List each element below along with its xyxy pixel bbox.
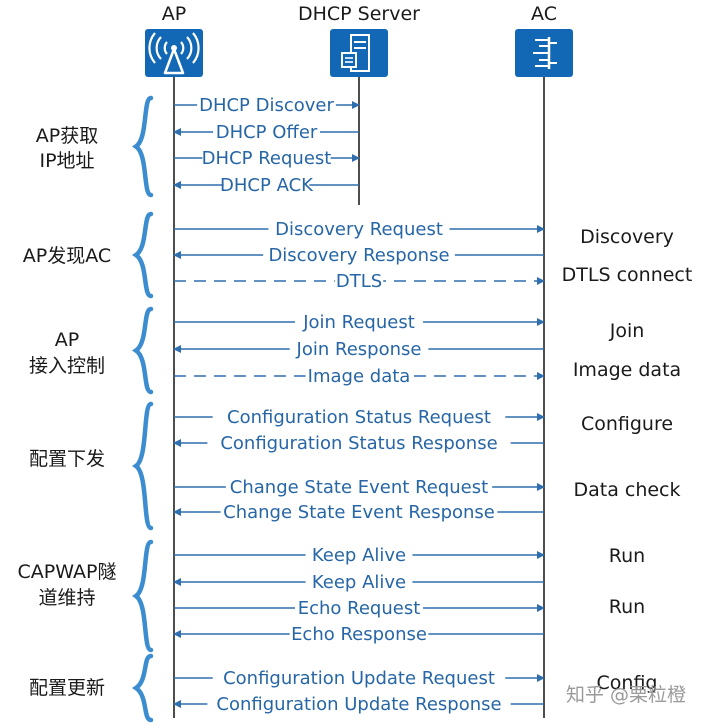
message: Join Request	[174, 311, 545, 333]
entity-dhcp-label: DHCP Server	[298, 3, 420, 25]
message: Echo Request	[174, 597, 545, 619]
message: DTLS	[174, 270, 545, 292]
message-label-bg	[294, 311, 424, 333]
state-label: Discovery	[580, 226, 674, 248]
state-label: Run	[609, 596, 645, 618]
phase-label: 接入控制	[29, 355, 105, 377]
message-label: Join Request	[302, 312, 415, 333]
message: Configuration Status Response	[173, 432, 544, 454]
message-label-bg	[305, 571, 413, 593]
message-label-bg	[212, 406, 506, 428]
entity-ap-label: AP	[162, 3, 186, 25]
message-label: Discovery Response	[268, 245, 449, 266]
state-label: Image data	[573, 359, 681, 381]
message-label-bg	[263, 244, 455, 266]
message-label-bg	[305, 544, 413, 566]
message-label-bg	[197, 94, 336, 116]
message-label-bg	[223, 174, 310, 196]
wireless-ap-icon	[145, 29, 203, 77]
message: Configuration Status Request	[174, 406, 545, 428]
entity-ac-label: AC	[531, 3, 557, 25]
message-label-bg	[294, 597, 424, 619]
message-label: Echo Request	[298, 598, 421, 619]
message-label-bg	[213, 121, 320, 143]
state-label: Run	[609, 545, 645, 567]
phase-label: AP获取	[36, 125, 98, 147]
state-label: DTLS connect	[562, 264, 693, 286]
phase-brace	[131, 401, 154, 531]
message-label: Configuration Status Response	[220, 433, 497, 454]
message-label-bg	[268, 218, 450, 240]
message: Echo Response	[173, 623, 544, 645]
message-label: Discovery Request	[275, 219, 443, 240]
phase-label: 道维持	[38, 587, 95, 609]
phase-label: IP地址	[39, 150, 94, 172]
state-label: Config	[597, 672, 658, 694]
message: DHCP ACK	[173, 174, 359, 196]
message-label: Change State Event Response	[223, 502, 495, 523]
watermark: 知乎 @栗粒橙	[566, 684, 686, 706]
message: DHCP Discover	[174, 94, 360, 116]
message-label: DHCP ACK	[220, 175, 314, 196]
state-label: Configure	[581, 413, 673, 435]
message: Change State Event Response	[173, 501, 544, 523]
message-label-bg	[220, 501, 498, 523]
phase-label: 配置下发	[29, 448, 105, 470]
message-label-bg	[207, 693, 511, 715]
phase-label: CAPWAP隧	[18, 561, 117, 583]
message: Keep Alive	[173, 571, 544, 593]
message-label: Keep Alive	[312, 572, 406, 593]
dhcp-server-icon	[330, 29, 388, 77]
entity-ac: AC	[515, 3, 573, 77]
message: Change State Event Request	[174, 476, 545, 498]
message: Configuration Update Response	[173, 693, 544, 715]
phase-brace	[131, 539, 154, 653]
message: Image data	[174, 365, 545, 387]
message-label-bg	[212, 667, 506, 689]
access-controller-icon	[515, 29, 573, 77]
message-label: Change State Event Request	[230, 477, 488, 498]
message: Keep Alive	[174, 544, 545, 566]
state-label: Join	[609, 320, 645, 342]
message-label-bg	[334, 270, 384, 292]
message-label-bg	[202, 147, 331, 169]
phase-label: 配置更新	[29, 677, 105, 699]
message: DHCP Offer	[173, 121, 359, 143]
message: Configuration Update Request	[174, 667, 545, 689]
message-label: Join Response	[296, 339, 422, 360]
message-label: DHCP Request	[202, 148, 332, 169]
message-label-bg	[225, 476, 493, 498]
state-label: Data check	[573, 479, 680, 501]
message-label: Keep Alive	[312, 545, 406, 566]
message: DHCP Request	[174, 147, 360, 169]
message-label: Image data	[308, 366, 411, 387]
message: Join Response	[173, 338, 544, 360]
phase-brace	[131, 653, 154, 723]
phase-label: AP	[55, 329, 79, 351]
entity-ap: AP	[145, 3, 203, 77]
message-label: Configuration Update Response	[216, 694, 501, 715]
message-label: DTLS	[336, 271, 382, 292]
message-label: DHCP Discover	[199, 95, 334, 116]
message-label-bg	[207, 432, 511, 454]
message-label-bg	[289, 338, 429, 360]
message: Discovery Response	[173, 244, 544, 266]
phase-brace	[131, 211, 154, 299]
message-label-bg	[305, 365, 413, 387]
message-label: Configuration Status Request	[227, 407, 491, 428]
phase-brace	[131, 306, 154, 395]
phase-brace	[131, 95, 154, 198]
message-label: Configuration Update Request	[223, 668, 495, 689]
phase-label: AP发现AC	[23, 245, 111, 267]
message-label-bg	[289, 623, 429, 645]
entity-dhcp-server: DHCP Server	[298, 3, 420, 77]
message-label: DHCP Offer	[216, 122, 318, 143]
message: Discovery Request	[174, 218, 545, 240]
message-label: Echo Response	[291, 624, 427, 645]
